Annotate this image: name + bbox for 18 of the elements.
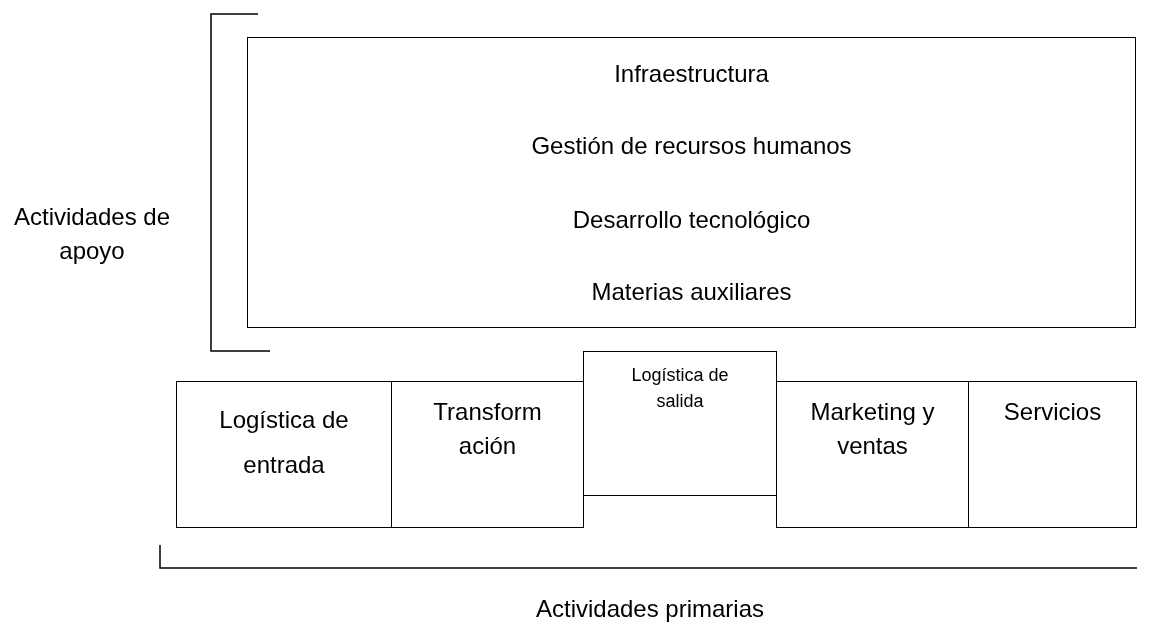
activity-box bbox=[776, 381, 969, 528]
activity-name: Marketing y ventas bbox=[809, 397, 936, 461]
activity-name: Infraestructura bbox=[614, 58, 769, 89]
activity-name: Logística de salida bbox=[630, 364, 730, 413]
activity-bar bbox=[247, 256, 1136, 328]
activity-name: Servicios bbox=[1003, 397, 1102, 427]
group-label: Actividades primarias bbox=[534, 594, 766, 624]
activity-name: Logística de entrada bbox=[218, 405, 350, 480]
activity-name: Materias auxiliares bbox=[591, 276, 792, 307]
activity-name: Desarrollo tecnológico bbox=[572, 204, 811, 235]
activity-box bbox=[176, 381, 392, 528]
activity-bar bbox=[247, 37, 1136, 110]
group-label: Actividades de apoyo bbox=[12, 202, 172, 266]
activity-box bbox=[583, 351, 777, 496]
activity-name: Transform ación bbox=[432, 397, 543, 461]
activity-name: Gestión de recursos humanos bbox=[531, 131, 852, 161]
activity-box bbox=[968, 381, 1137, 528]
activity-box bbox=[391, 381, 584, 528]
